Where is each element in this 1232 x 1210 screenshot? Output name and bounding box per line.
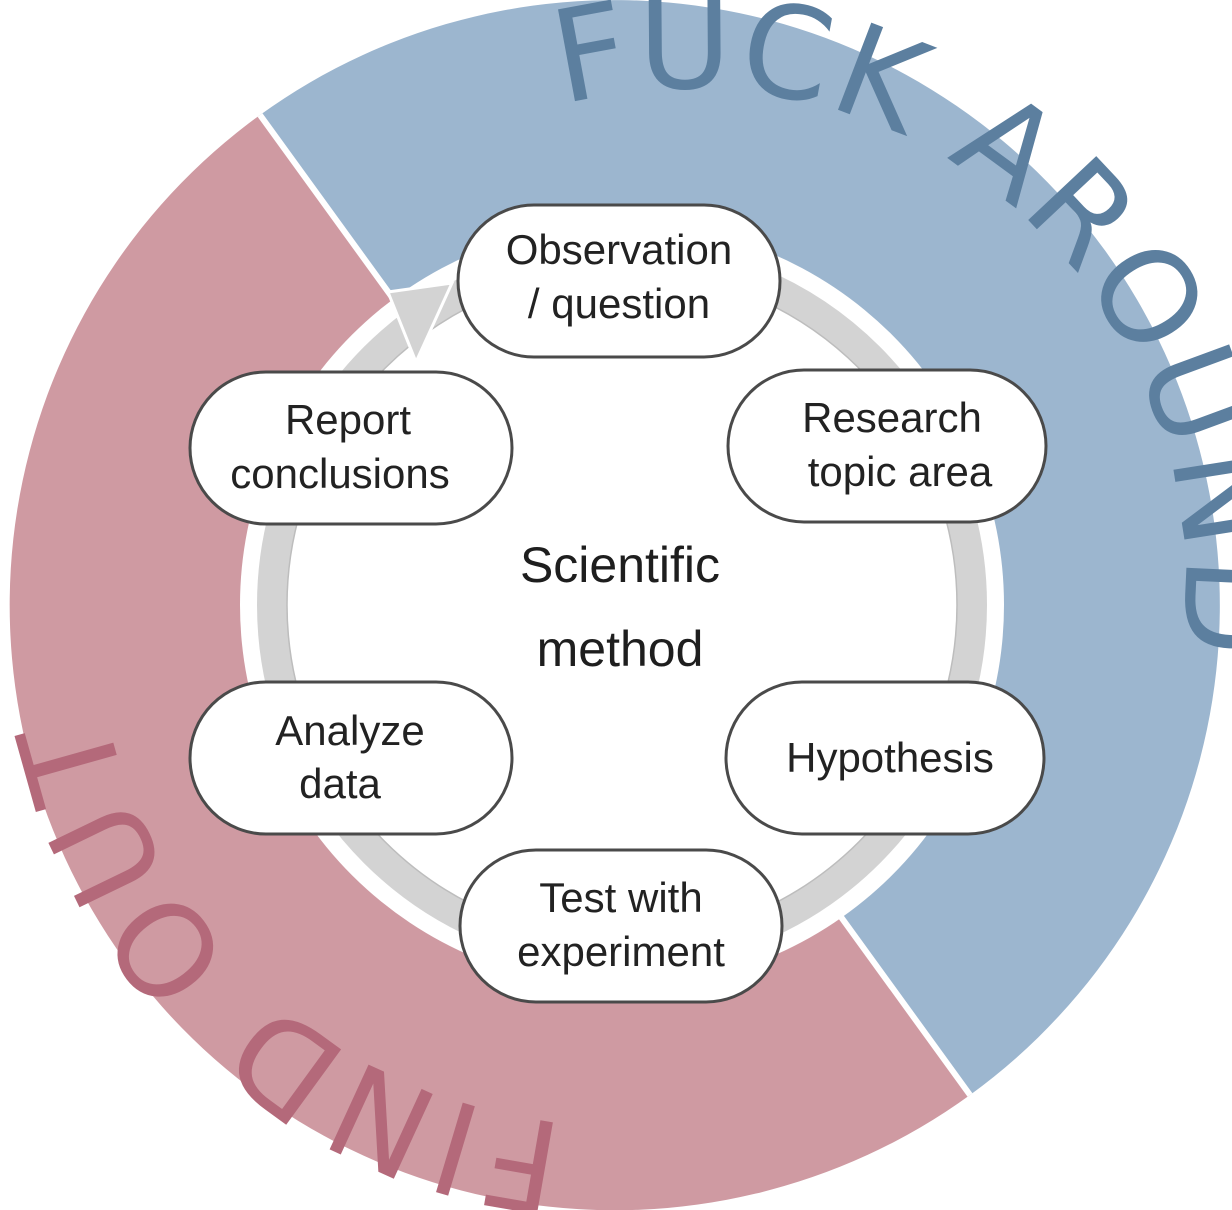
step-test-with-experiment: Test with experiment [458,848,784,1004]
step-observation-question-line2: / question [528,280,710,327]
cycle-arrow-icon [385,281,455,366]
step-test-with-experiment-line2: experiment [517,928,725,975]
step-research-topic-area: Research topic area [726,368,1048,524]
step-research-topic-area-line1: Research [802,394,982,441]
step-test-with-experiment-line1: Test with [539,874,702,921]
step-report-conclusions-line1: Report [285,396,411,443]
step-observation-question: Observation / question [456,203,782,359]
center-title-line1: Scientific [520,537,720,593]
step-observation-question-line1: Observation [506,226,732,273]
step-report-conclusions-line2: conclusions [230,450,449,497]
step-analyze-data-line2: data [299,760,381,807]
step-hypothesis: Hypothesis [724,680,1046,836]
step-analyze-data: Analyze data [188,680,514,836]
step-research-topic-area-line2: topic area [808,448,993,495]
step-hypothesis-line1: Hypothesis [786,734,994,781]
step-analyze-data-line1: Analyze [275,707,424,754]
center-title-line2: method [537,621,704,677]
step-report-conclusions: Report conclusions [188,370,514,526]
